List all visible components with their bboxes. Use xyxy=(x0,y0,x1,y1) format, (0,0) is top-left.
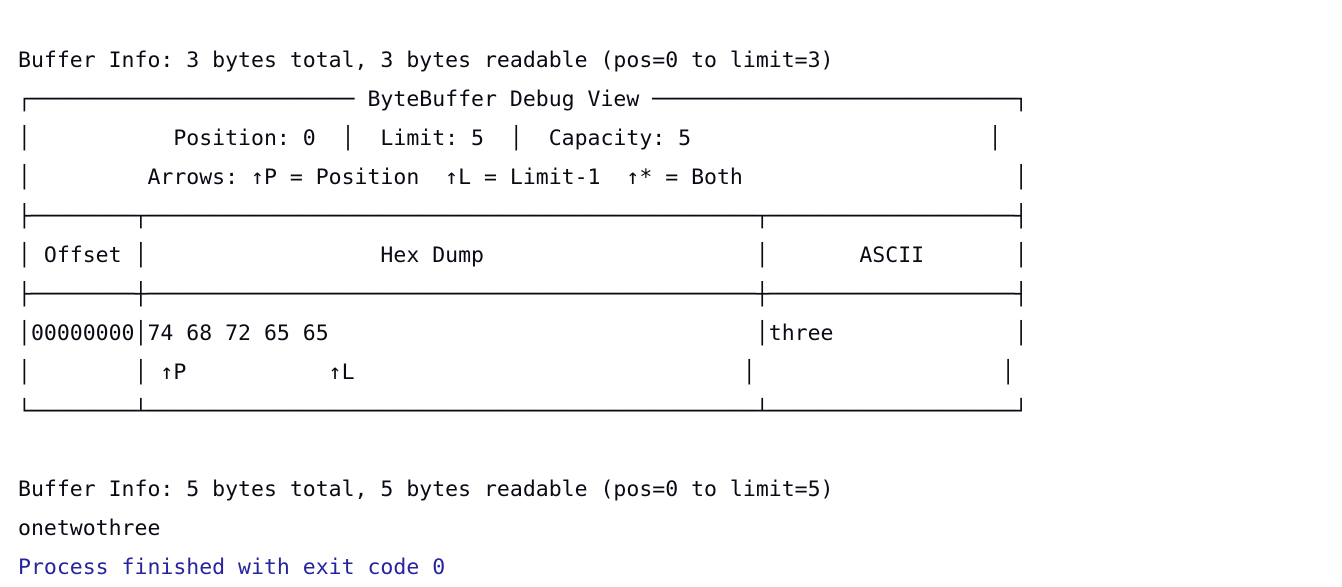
debug-view-top-border: ┌───────────────────────── ByteBuffer De… xyxy=(18,87,1028,112)
table-header-row: │ Offset │ Hex Dump │ ASCII │ xyxy=(18,243,1028,268)
debug-view-bottom-border: └────────┴──────────────────────────────… xyxy=(18,399,1028,424)
buffer-state-line: │ Position: 0 │ Limit: 5 │ Capacity: 5 │ xyxy=(18,126,1002,151)
blank-line xyxy=(18,431,31,470)
buffer-content-output: onetwothree xyxy=(18,516,161,541)
arrow-marker-row: │ │ ↑P ↑L │ │ xyxy=(18,360,1015,385)
buffer-info-line-1: Buffer Info: 3 bytes total, 3 bytes read… xyxy=(18,48,834,73)
process-exit-line: Process finished with exit code 0 xyxy=(18,555,446,580)
table-header-separator: ├────────┼──────────────────────────────… xyxy=(18,282,1028,307)
table-top-separator: ├────────┬──────────────────────────────… xyxy=(18,204,1028,229)
arrows-legend-line: │ Arrows: ↑P = Position ↑L = Limit-1 ↑* … xyxy=(18,165,1028,190)
hex-dump-row: │00000000│74 68 72 65 65 │three │ xyxy=(18,321,1028,346)
buffer-info-line-2: Buffer Info: 5 bytes total, 5 bytes read… xyxy=(18,477,834,502)
